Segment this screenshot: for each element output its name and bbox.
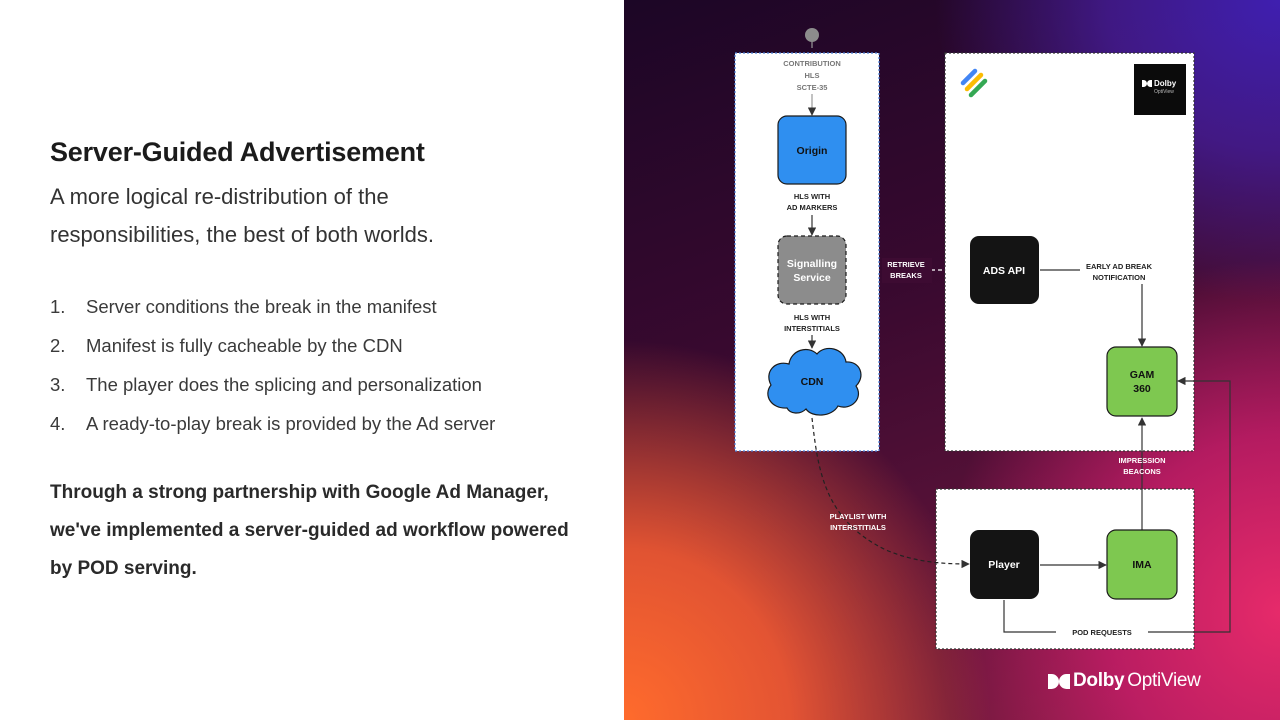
closing-statement: Through a strong partnership with Google… bbox=[50, 482, 569, 579]
player-label: Player bbox=[988, 559, 1020, 571]
edge-label: PLAYLIST WITH bbox=[830, 512, 887, 521]
list-number: 1. bbox=[50, 295, 66, 317]
edge-label: HLS WITH bbox=[794, 313, 830, 322]
signalling-service-node bbox=[777, 235, 847, 305]
slide-title: Server-Guided Advertisement bbox=[50, 137, 425, 167]
list-text: Server conditions the break in the manif… bbox=[86, 295, 437, 317]
input-source-dot bbox=[805, 28, 819, 42]
edge-label-bg bbox=[882, 258, 932, 283]
diagram-panel: CONTRIBUTION HLS SCTE-35 Origin HLS WITH… bbox=[624, 0, 1280, 720]
dolby-optiview-badge: Dolby OptiView bbox=[1134, 64, 1186, 115]
text-panel: Server-Guided Advertisement A more logic… bbox=[0, 0, 624, 720]
dolby-mark-icon bbox=[1142, 80, 1152, 87]
edge-label: IMPRESSION bbox=[1118, 456, 1165, 465]
list-number: 4. bbox=[50, 412, 66, 434]
input-label: HLS bbox=[805, 71, 820, 80]
google-ad-manager-icon bbox=[960, 68, 988, 98]
list-item: 1. Server conditions the break in the man… bbox=[50, 287, 495, 326]
edge-label-bg bbox=[1056, 625, 1148, 638]
list-number: 2. bbox=[50, 334, 66, 356]
edge-label: EARLY AD BREAK bbox=[1086, 262, 1153, 271]
edge-pod-requests bbox=[1003, 376, 1231, 633]
logo-product: OptiView bbox=[1127, 670, 1201, 691]
edge-label: BREAKS bbox=[890, 271, 922, 280]
origin-node bbox=[777, 115, 847, 185]
ima-label: IMA bbox=[1132, 559, 1152, 571]
origin-label: Origin bbox=[797, 145, 828, 157]
list-text: A ready-to-play break is provided by the… bbox=[86, 412, 496, 434]
architecture-diagram: CONTRIBUTION HLS SCTE-35 Origin HLS WITH… bbox=[734, 28, 1231, 650]
edge-label: POD REQUESTS bbox=[1072, 628, 1132, 637]
edge-label: AD MARKERS bbox=[787, 203, 838, 212]
badge-brand: Dolby bbox=[1154, 79, 1177, 88]
edge-label-bg bbox=[1080, 262, 1156, 284]
list-item: 2. Manifest is fully cacheable by the CDN bbox=[50, 326, 495, 365]
logo-brand: Dolby bbox=[1073, 670, 1125, 691]
signalling-label: Service bbox=[793, 272, 831, 284]
list-text: Manifest is fully cacheable by the CDN bbox=[86, 334, 403, 356]
edge-label: HLS WITH bbox=[794, 192, 830, 201]
list-number: 3. bbox=[50, 373, 66, 395]
gam-360-node bbox=[1106, 346, 1178, 417]
edge-label: RETRIEVE bbox=[887, 260, 925, 269]
slide-subtitle: A more logical re-distribution of the re… bbox=[50, 184, 434, 247]
gam-label: 360 bbox=[1133, 383, 1151, 395]
cdn-node bbox=[767, 347, 862, 416]
player-node bbox=[970, 530, 1039, 599]
ads-api-label: ADS API bbox=[983, 265, 1025, 277]
dolby-mark-icon bbox=[1048, 673, 1070, 689]
list-item: 3. The player does the splicing and perso… bbox=[50, 365, 495, 404]
edge-label: BEACONS bbox=[1123, 467, 1161, 476]
input-label: SCTE-35 bbox=[797, 83, 828, 92]
dolby-optiview-logo: Dolby OptiView bbox=[1048, 670, 1201, 692]
gam-label: GAM bbox=[1130, 369, 1155, 381]
input-label: CONTRIBUTION bbox=[783, 59, 841, 68]
edge-label: INTERSTITIALS bbox=[784, 324, 840, 333]
list-item: 4. A ready-to-play break is provided by t… bbox=[50, 404, 495, 443]
ima-node bbox=[1106, 529, 1178, 600]
point-list: 1. Server conditions the break in the man… bbox=[50, 287, 495, 443]
edge-label: INTERSTITIALS bbox=[830, 523, 886, 532]
signalling-label: Signalling bbox=[787, 258, 837, 270]
cdn-label: CDN bbox=[801, 376, 824, 388]
edge-label: NOTIFICATION bbox=[1093, 273, 1146, 282]
list-text: The player does the splicing and persona… bbox=[86, 373, 482, 395]
badge-product: OptiView bbox=[1154, 89, 1174, 95]
ads-api-node bbox=[970, 236, 1039, 304]
